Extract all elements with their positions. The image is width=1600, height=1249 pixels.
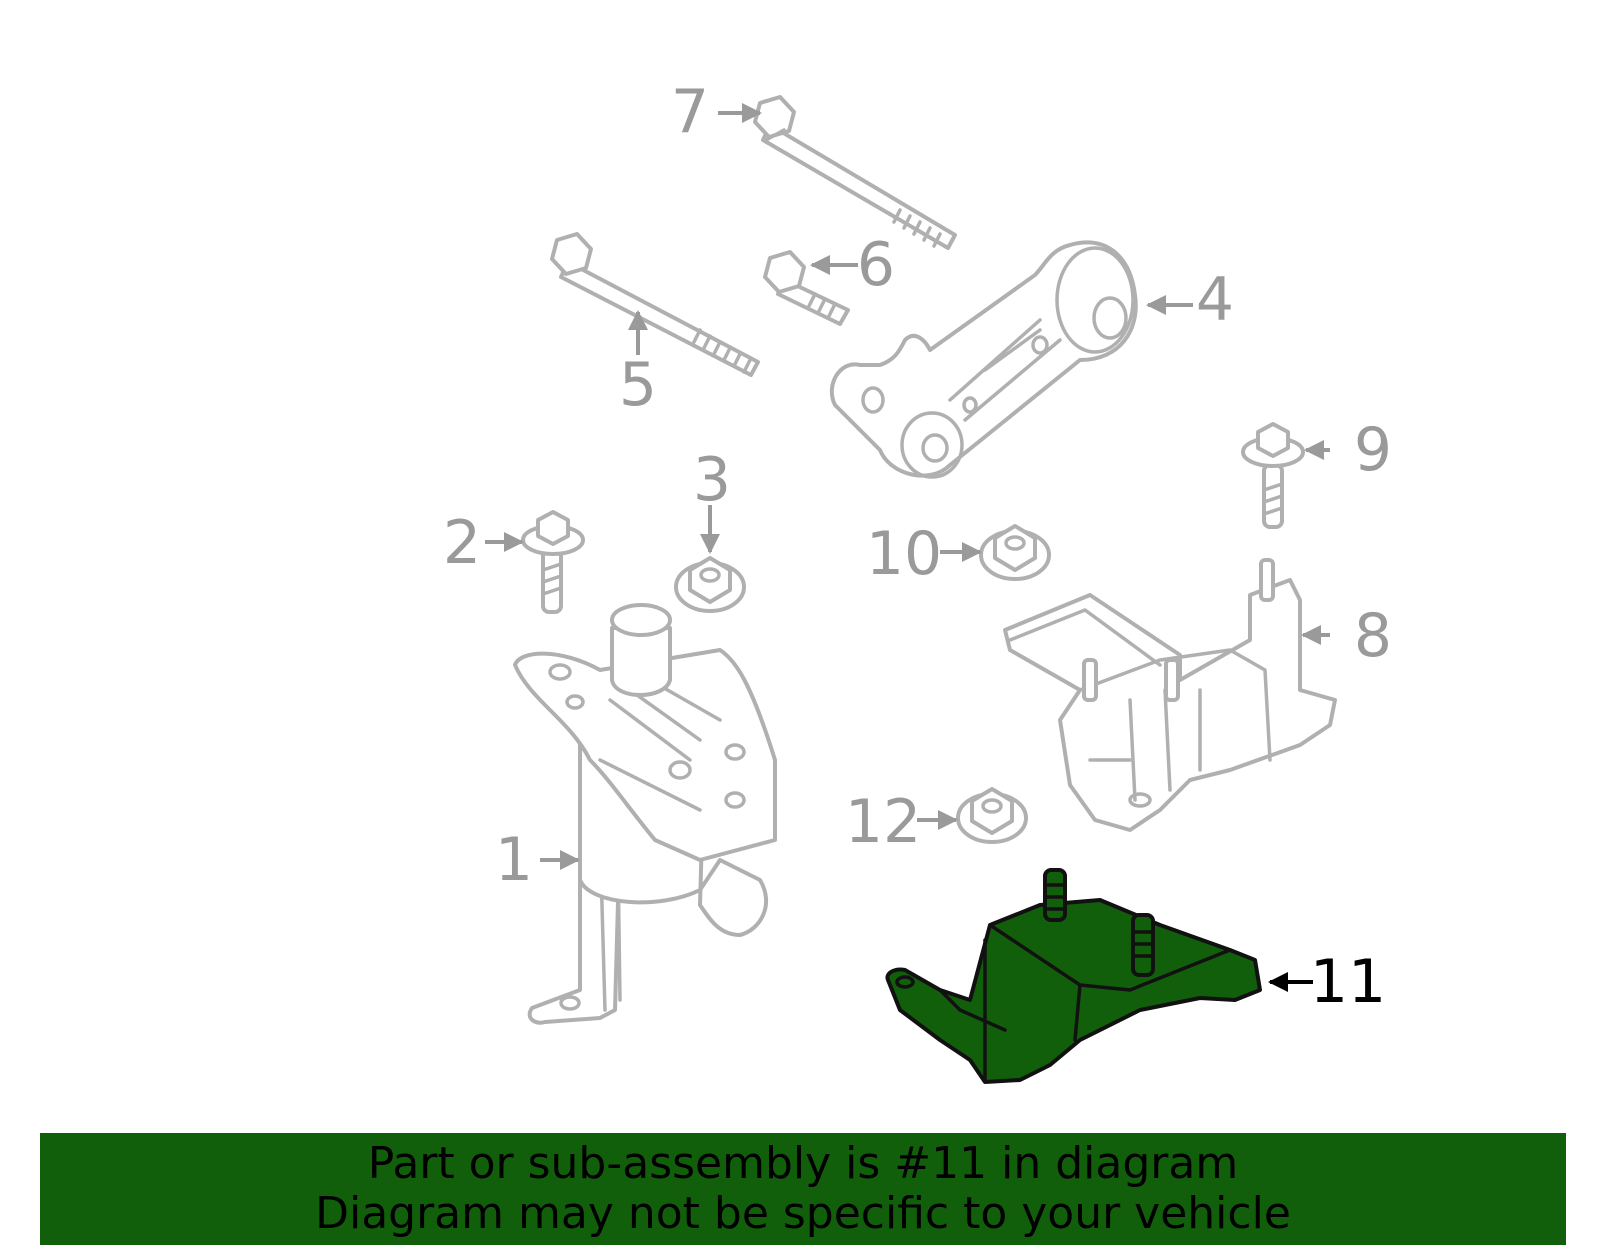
callout-12: 12 (845, 787, 921, 857)
callout-labels: 7 6 5 4 9 3 2 10 8 12 1 11 (443, 77, 1392, 1017)
part-9-bolt (1241, 422, 1305, 529)
callout-6: 6 (857, 230, 895, 300)
part-4-torque-rod (829, 240, 1138, 479)
part-2-bolt (521, 510, 585, 614)
banner-line-2: Diagram may not be specific to your vehi… (315, 1188, 1291, 1239)
part-11-transmission-mount (885, 868, 1262, 1084)
part-10-nut (979, 524, 1051, 581)
part-6-bolt (763, 250, 850, 326)
callout-9: 9 (1354, 415, 1392, 485)
callout-arrows (485, 103, 1330, 992)
part-3-nut (674, 556, 746, 613)
part-info-banner: Part or sub-assembly is #11 in diagram D… (40, 1133, 1566, 1245)
part-12-nut (956, 787, 1028, 844)
callout-1: 1 (495, 825, 533, 895)
callout-10: 10 (866, 519, 942, 589)
part-7-bolt (753, 95, 957, 250)
callout-8: 8 (1354, 601, 1392, 671)
part-5-bolt (550, 232, 760, 377)
callout-4: 4 (1196, 265, 1234, 335)
part-11-stud-left (1043, 868, 1067, 922)
callout-11: 11 (1310, 947, 1386, 1017)
callout-7: 7 (671, 77, 709, 147)
callout-2: 2 (443, 508, 481, 578)
callout-5: 5 (619, 350, 657, 420)
part-1-engine-mount (513, 603, 777, 1025)
part-8-bracket (1003, 558, 1337, 832)
banner-line-1: Part or sub-assembly is #11 in diagram (367, 1138, 1239, 1189)
callout-3: 3 (693, 445, 731, 515)
part-11-body (885, 898, 1262, 1084)
